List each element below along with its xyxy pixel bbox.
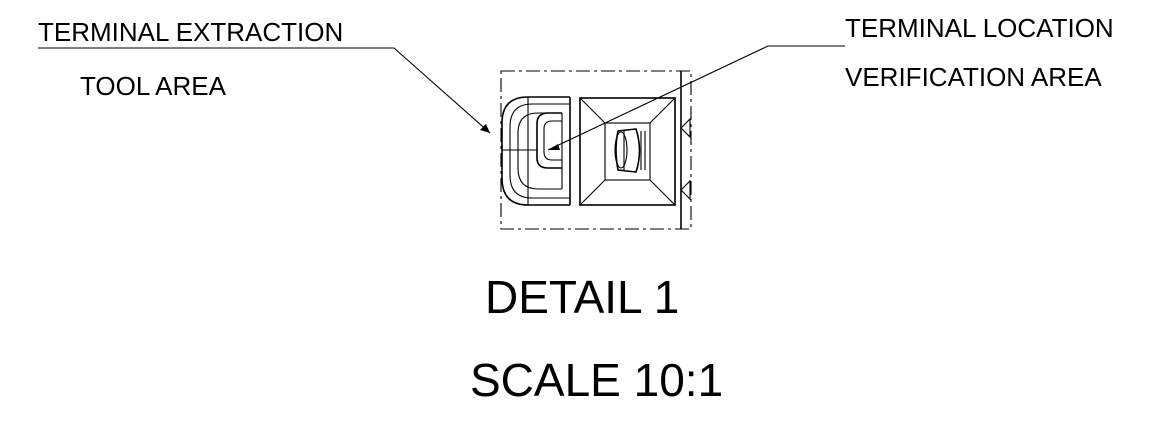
location-leader-line <box>547 45 845 151</box>
extraction-callout-line1: TERMINAL EXTRACTION <box>38 17 343 47</box>
detail-boundary <box>500 70 692 230</box>
location-callout-line1: TERMINAL LOCATION <box>845 13 1114 43</box>
extraction-leader-line <box>38 47 491 134</box>
detail-scale: SCALE 10:1 <box>470 354 723 406</box>
edge-notches <box>680 117 691 201</box>
verification-area-geometry <box>579 97 676 206</box>
extraction-callout-line2: TOOL AREA <box>80 71 227 101</box>
detail-title: DETAIL 1 <box>485 271 679 323</box>
location-callout-line2: VERIFICATION AREA <box>845 62 1102 92</box>
extraction-tool-geometry <box>501 96 571 206</box>
